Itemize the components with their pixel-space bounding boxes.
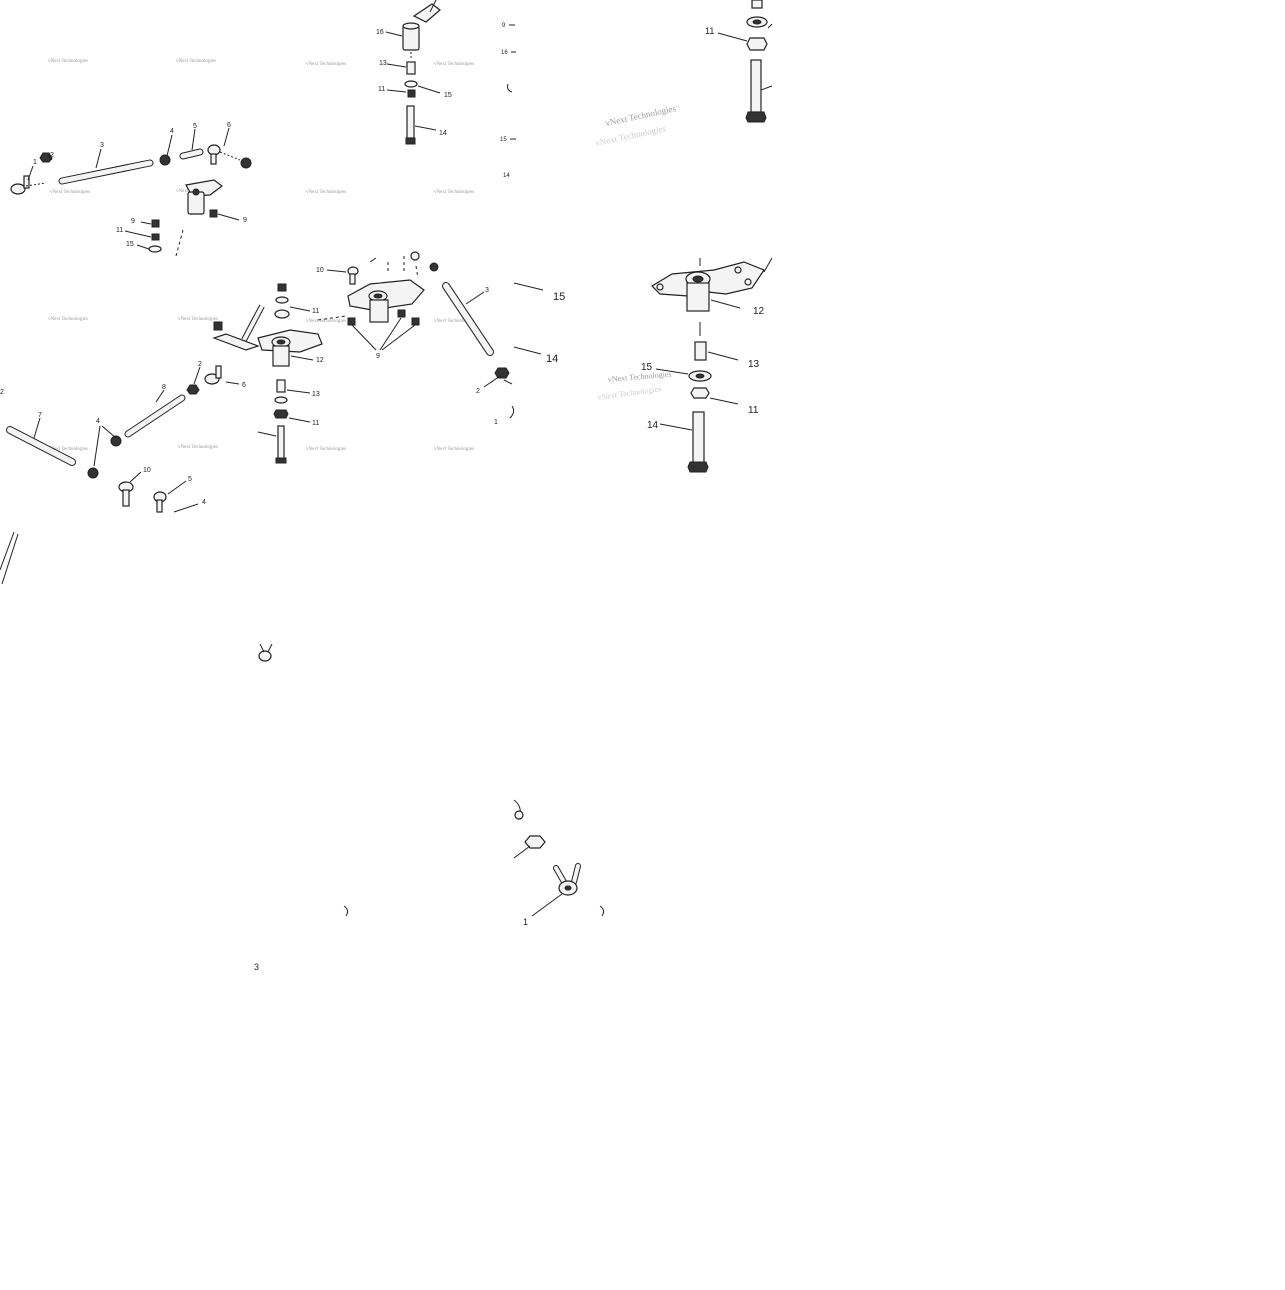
watermark-text: vNext Technologies [48,317,88,322]
watermark-text: vNext Technologies [306,447,346,452]
watermark-text: vNext Technologies [48,447,88,452]
watermark-text: vNext Technologies [306,190,346,195]
callout-label: 14 [503,173,510,179]
watermark-text: vNext Technologies [178,445,218,450]
middle-right-assembly: 12 13 15 11 14 [641,257,773,473]
callout-label: 12 [753,306,765,317]
callout-label: 15 [500,137,507,143]
callout-label: 7 [38,412,42,419]
edge-labels: 9 16 15 14 [500,23,516,179]
callout-label: 11 [748,405,759,416]
nut [159,154,171,166]
callout-label: 2 [50,152,54,159]
top-center-assembly: 16 13 11 15 14 [376,0,452,145]
callout-label: 1 [494,419,498,426]
callout-label: 1 [33,159,37,166]
callout-label: 15 [126,241,134,248]
callout-label: 11 [312,420,319,427]
tie-rod-end [10,183,26,195]
watermark-text: vNext Technologies [434,62,474,67]
watermark-group: vNext Technologies vNext Technologies vN… [48,59,677,452]
tie-rod-stud [23,175,30,189]
callout-label: 1 [523,917,528,927]
callout-label: 5 [188,476,192,483]
callout-label: 6 [242,382,246,389]
watermark-text: vNext Technologies [48,59,88,64]
callout-label: 9 [131,218,135,225]
watermark-text: vNext Technologies [434,190,474,195]
watermark-text: vNext Technologies [306,62,346,67]
callout-label: 3 [254,962,259,972]
jam-nut [39,152,53,163]
callout-label: 6 [227,122,231,129]
top-right-assembly: 11 [705,0,773,123]
callout-label: 15 [641,362,653,373]
middle-left-assembly: 10 9 11 12 [0,251,565,513]
callout-label: 4 [170,128,174,135]
watermark-large: vNext Technologies [597,384,662,402]
callout-label: 3 [100,142,104,149]
callout-label: 4 [202,499,206,506]
callout-label: 16 [376,29,384,36]
watermark-large: vNext Technologies [604,103,677,128]
callout-label: 5 [193,123,197,130]
top-left-assembly: 1 2 3 4 5 6 9 9 11 15 [10,122,252,257]
callout-label: 9 [502,23,506,29]
callout-label: 3 [485,287,489,294]
callout-label: 13 [312,391,320,398]
callout-label: 9 [243,217,247,224]
watermark-text: vNext Technologies [176,59,216,64]
callout-label: 8 [162,384,166,391]
callout-label: 13 [748,359,760,370]
lower-fragments: 1 3 [0,531,605,972]
watermark-text: vNext Technologies [306,319,346,324]
callout-label: 13 [379,60,387,67]
callout-label: 11 [312,308,319,315]
callout-label: 12 [316,357,324,364]
callout-label: 10 [143,467,151,474]
callout-label: 2 [198,361,202,368]
callout-label: 11 [378,86,385,93]
callout-label: 4 [96,418,100,425]
watermark-text: vNext Technologies [434,447,474,452]
callout-label: 15 [553,291,565,303]
callout-label: 15 [444,92,452,99]
callout-label: 10 [316,267,324,274]
callout-label: 14 [439,130,447,137]
callout-label: 11 [705,26,714,36]
callout-label: 16 [501,50,508,56]
watermark-large: vNext Technologies [607,369,671,384]
callout-label: 14 [647,420,659,431]
callout-label: 2 [0,389,4,396]
callout-label: 11 [116,227,123,234]
watermark-text: vNext Technologies [50,190,90,195]
watermark-text: vNext Technologies [178,317,218,322]
callout-label: 14 [546,353,558,365]
watermark-text: vNext Technologies [434,319,474,324]
callout-label: 2 [476,388,480,395]
callout-label: 9 [376,353,380,360]
